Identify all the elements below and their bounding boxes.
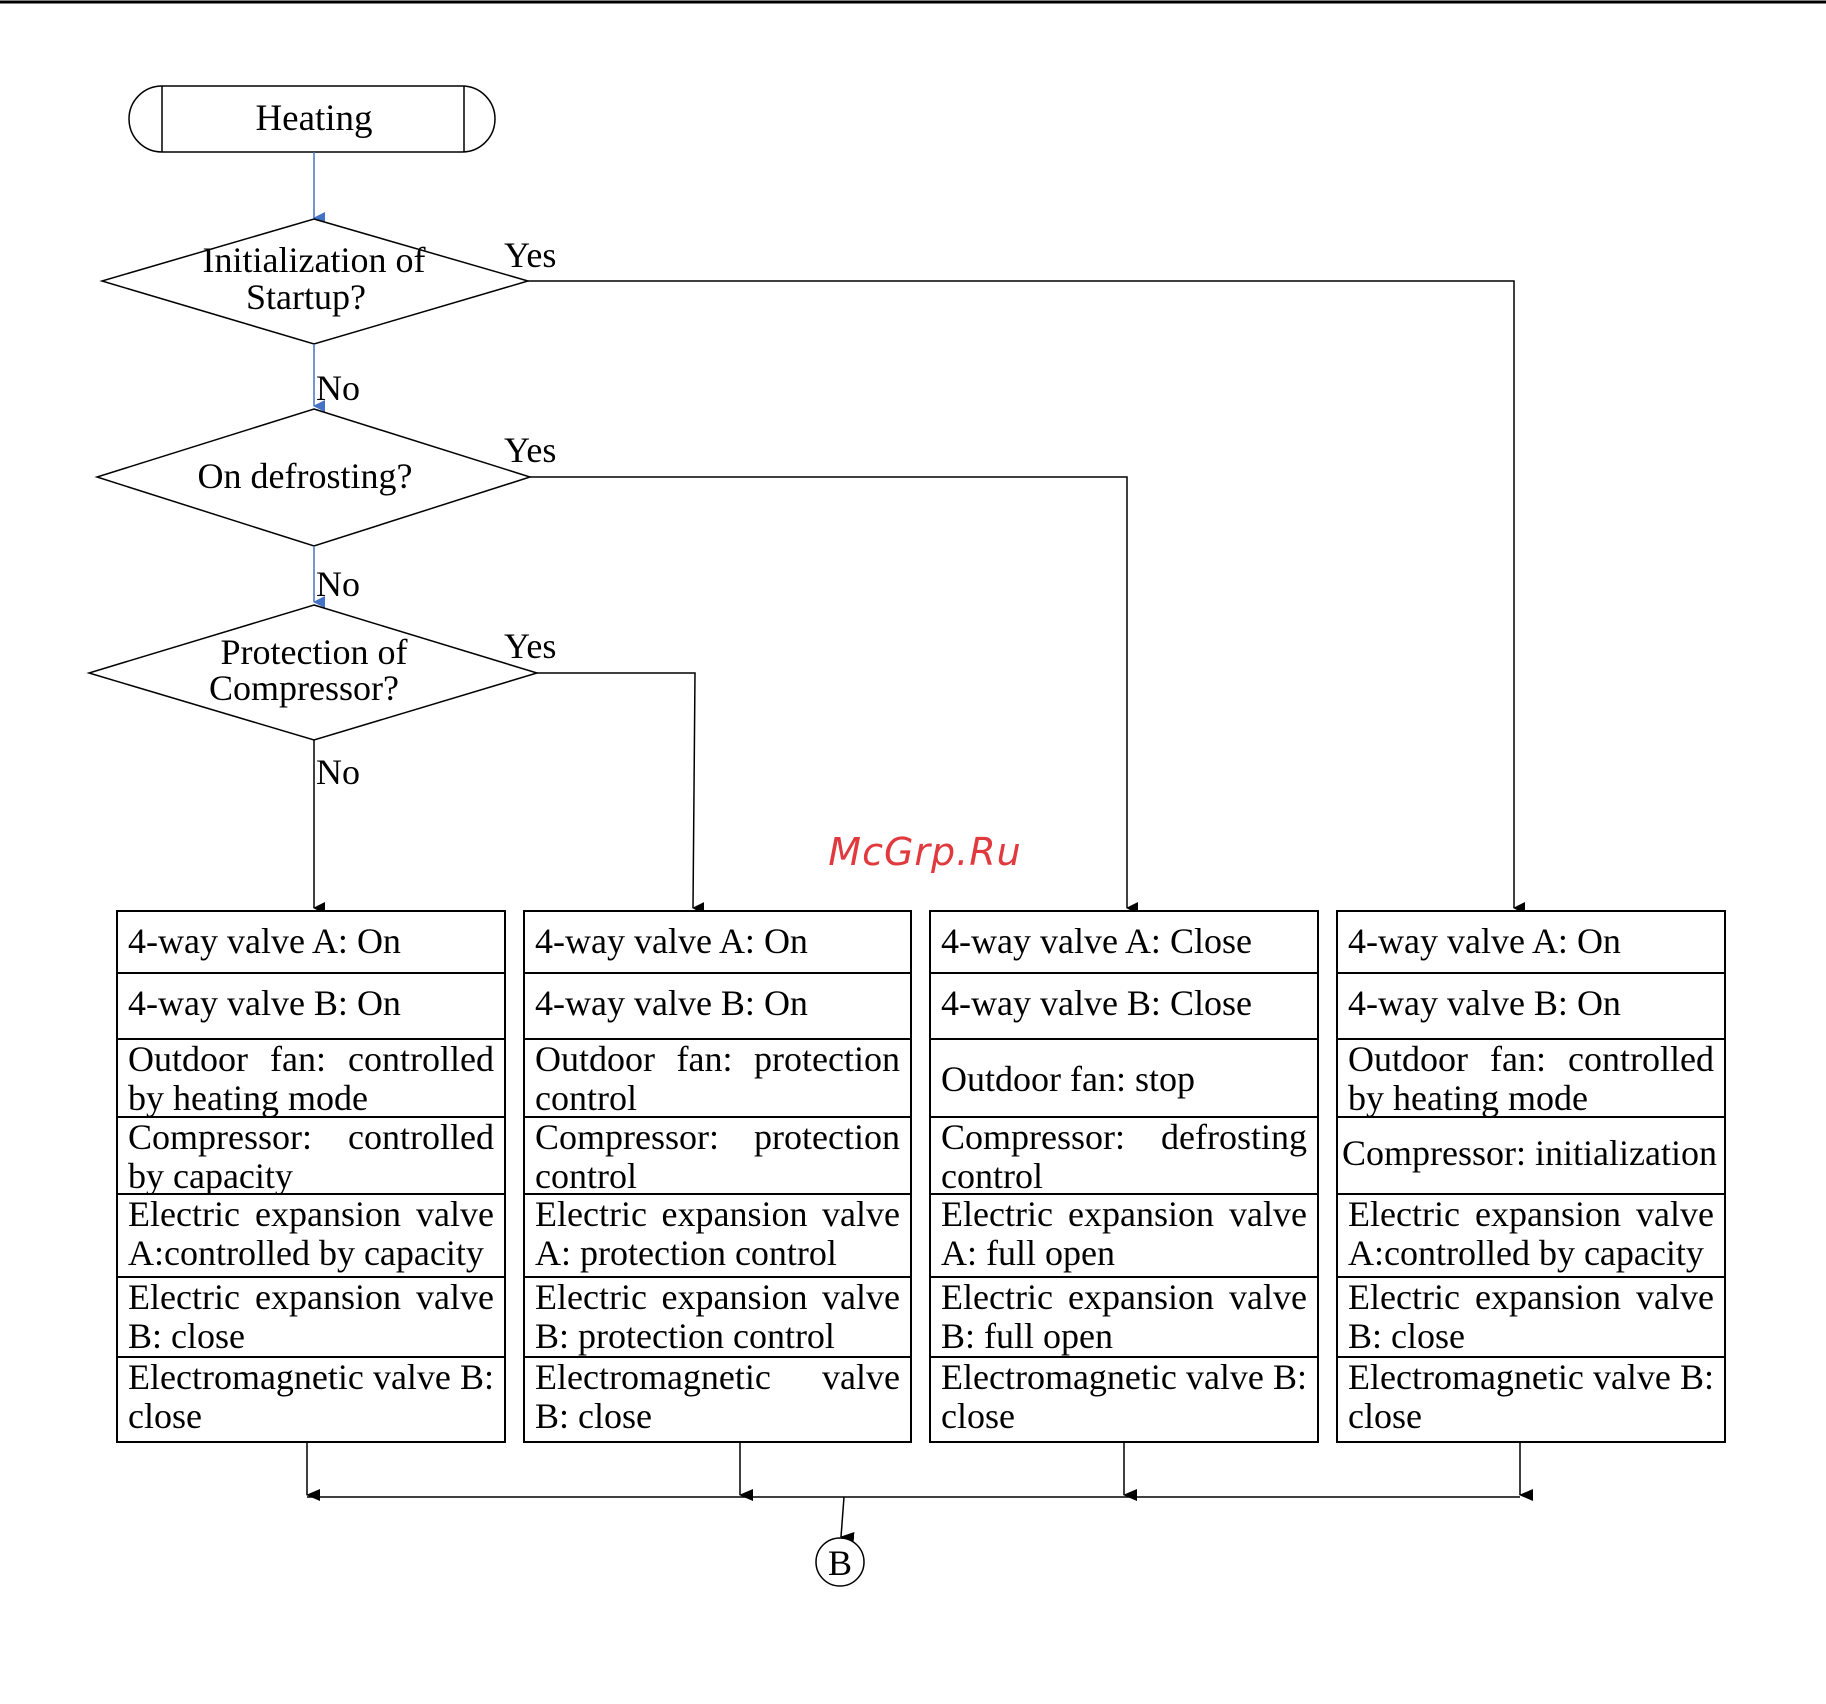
decision-3-yes-label: Yes [504, 626, 556, 666]
valve-a-row: 4-way valve A: On [128, 921, 401, 961]
outdoor-fan-row: Outdoor fan: controlled by heating mode [1338, 1038, 1724, 1116]
decision-3-no-label: No [316, 752, 360, 792]
eev-b-row: Electric expansion valve B: protection c… [525, 1276, 910, 1356]
decision-2-yes-label: Yes [504, 430, 556, 470]
decision-2-no-label: No [316, 564, 360, 604]
start-label: Heating [255, 98, 372, 139]
flow-d2-yes [530, 476, 1138, 914]
valve-b-row: 4-way valve B: On [118, 972, 504, 1038]
outdoor-fan-row: Outdoor fan: controlled by heating mode [118, 1038, 504, 1116]
compressor-row: Compressor: protection control [525, 1116, 910, 1193]
outdoor-fan-row: Outdoor fan: protection control [525, 1038, 910, 1116]
decision-1-no-label: No [316, 368, 360, 408]
compressor-row: Compressor: defrosting control [931, 1116, 1317, 1193]
eev-a-row: Electric expansion valve A: protection c… [525, 1193, 910, 1276]
valve-b-row: 4-way valve B: On [525, 972, 910, 1038]
eev-a-row: Electric expansion valve A: full open [931, 1193, 1317, 1276]
flow-to-connector [840, 1496, 855, 1544]
flow-d3-yes [537, 672, 705, 915]
eev-b-row: Electric expansion valve B: close [118, 1276, 504, 1356]
eev-a-row: Electric expansion valve A:controlled by… [118, 1193, 504, 1276]
flow-d1-yes [528, 280, 1525, 914]
solenoid-b-row: Electromagnetic valve B: close [1338, 1356, 1724, 1442]
valve-a-row: 4-way valve A: Close [941, 921, 1252, 961]
compressor-row: Compressor: initialization [1338, 1116, 1724, 1193]
action-box-defrosting: 4-way valve A: Close 4-way valve B: Close… [929, 910, 1319, 1443]
eev-b-row: Electric expansion valve B: full open [931, 1276, 1317, 1356]
compressor-row: Compressor: controlled by capacity [118, 1116, 504, 1193]
decision-1-line-1: Initialization of [203, 240, 426, 280]
eev-a-row: Electric expansion valve A:controlled by… [1338, 1193, 1724, 1276]
decision-3-line-1: Protection of [221, 632, 408, 672]
watermark: McGrp.Ru [828, 830, 1022, 874]
decision-2-line-1: On defrosting? [198, 456, 413, 496]
solenoid-b-row: Electromagnetic valve B: close [931, 1356, 1317, 1442]
valve-a-row: 4-way valve A: On [535, 921, 808, 961]
decision-1-line-2: Startup? [246, 277, 366, 317]
decision-1-yes-label: Yes [504, 235, 556, 275]
start-terminator: Heating [128, 85, 496, 153]
solenoid-b-row: Electromagnetic valve B: close [118, 1356, 504, 1442]
decision-initialization: Initialization of Startup? Yes No [99, 218, 556, 408]
decision-defrosting: On defrosting? Yes No [94, 408, 556, 604]
decision-protection: Protection of Compressor? Yes No [86, 604, 556, 792]
valve-b-row: 4-way valve B: Close [931, 972, 1317, 1038]
connector-b: B [815, 1537, 865, 1587]
decision-3-line-2: Compressor? [209, 668, 399, 708]
valve-b-row: 4-way valve B: On [1338, 972, 1724, 1038]
eev-b-row: Electric expansion valve B: close [1338, 1276, 1724, 1356]
connector-label: B [828, 1543, 852, 1583]
outdoor-fan-row: Outdoor fan: stop [931, 1038, 1317, 1116]
solenoid-b-row: Electromagnetic valve B: close [525, 1356, 910, 1442]
valve-a-row: 4-way valve A: On [1348, 921, 1621, 961]
